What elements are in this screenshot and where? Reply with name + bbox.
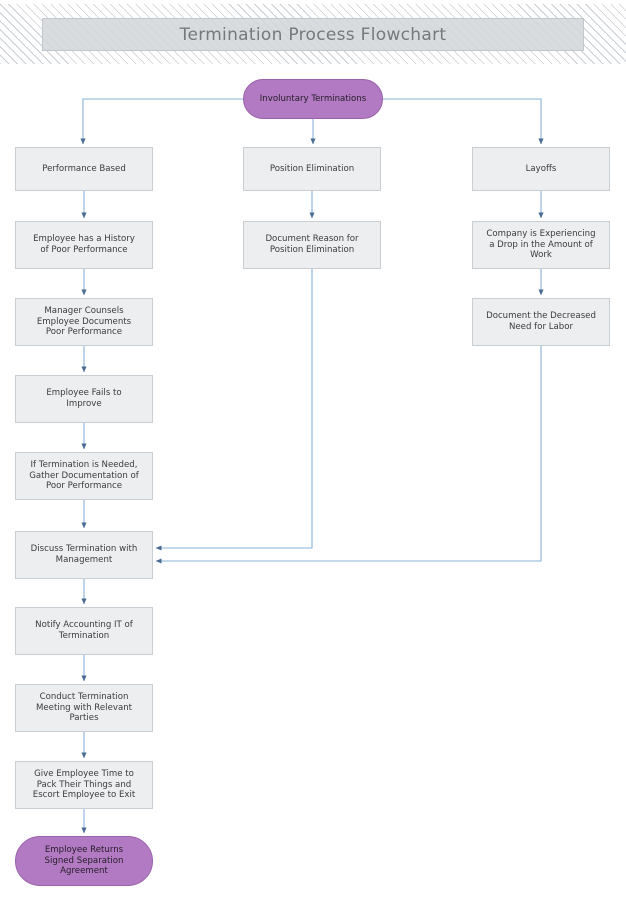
node-label: Conduct Termination Meeting with Relevan… [35,691,133,724]
edge-decreased-need-to-discuss [155,346,542,564]
node-label: Document Reason for Position Elimination [265,234,359,255]
node-company-experiencing-drop-in-work[interactable]: Company is Experiencing a Drop in the Am… [472,221,610,269]
node-gather-documentation[interactable]: If Termination is Needed, Gather Documen… [15,452,153,500]
node-document-reason-position-elimination[interactable]: Document Reason for Position Elimination [243,221,381,269]
node-label: Employee Returns Signed Separation Agree… [44,844,124,877]
node-label: Performance Based [42,163,126,174]
node-label: Discuss Termination with Management [30,544,138,565]
node-performance-based[interactable]: Performance Based [15,147,153,191]
node-involuntary-terminations[interactable]: Involuntary Terminations [243,79,383,119]
node-employee-fails-to-improve[interactable]: Employee Fails to Improve [15,375,153,423]
node-label: Document the Decreased Need for Labor [486,311,596,332]
node-label: Give Employee Time to Pack Their Things … [32,768,136,801]
node-label: Involuntary Terminations [259,93,367,104]
node-position-elimination[interactable]: Position Elimination [243,147,381,191]
node-layoffs[interactable]: Layoffs [472,147,610,191]
node-label: Company is Experiencing a Drop in the Am… [486,228,596,261]
node-label: Position Elimination [269,163,355,174]
header-banner: Termination Process Flowchart [42,18,584,51]
node-label: Layoffs [525,163,557,174]
node-employee-history-poor-performance[interactable]: Employee has a History of Poor Performan… [15,221,153,269]
node-discuss-termination-with-management[interactable]: Discuss Termination with Management [15,531,153,579]
node-give-employee-time-to-pack[interactable]: Give Employee Time to Pack Their Things … [15,761,153,809]
node-conduct-termination-meeting[interactable]: Conduct Termination Meeting with Relevan… [15,684,153,732]
node-label: Manager Counsels Employee Documents Poor… [36,305,132,338]
edge-document-reason-to-discuss [155,269,313,551]
node-label: If Termination is Needed, Gather Documen… [29,459,139,492]
node-label: Notify Accounting IT of Termination [35,620,133,641]
node-notify-accounting-it[interactable]: Notify Accounting IT of Termination [15,607,153,655]
node-label: Employee has a History of Poor Performan… [33,234,135,255]
node-employee-returns-signed-separation-agreement[interactable]: Employee Returns Signed Separation Agree… [15,836,153,886]
node-document-decreased-need-for-labor[interactable]: Document the Decreased Need for Labor [472,298,610,346]
page-title: Termination Process Flowchart [179,24,447,45]
node-manager-counsels-employee[interactable]: Manager Counsels Employee Documents Poor… [15,298,153,346]
node-label: Employee Fails to Improve [46,388,122,409]
